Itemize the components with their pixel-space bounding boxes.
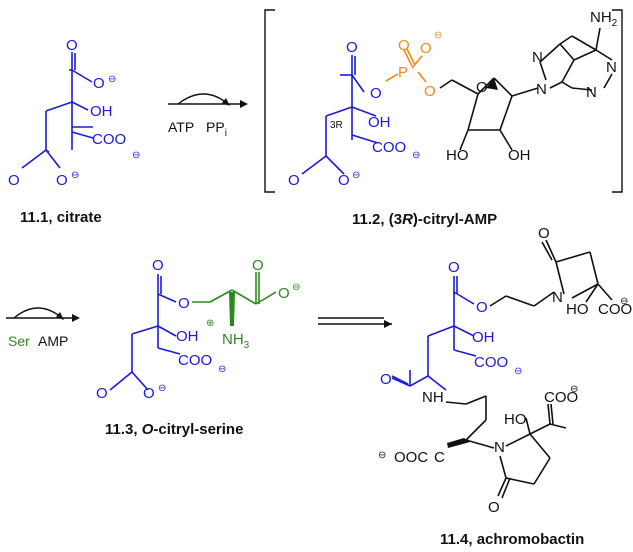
- compound-11-3-label: 11.3, O-citryl-serine: [105, 421, 243, 438]
- atom-o: O: [420, 40, 432, 57]
- compound-11-2-atoms: O O P O O ⊖ O O 3R OH COO ⊖ O O ⊖ HO OH …: [288, 9, 618, 189]
- atom-coo: COO: [372, 139, 406, 156]
- atom-o: O: [252, 257, 264, 274]
- atom-coo: COO: [92, 131, 126, 148]
- atom-o: O: [476, 79, 488, 96]
- charge-plus: ⊕: [206, 318, 214, 329]
- charge-minus: ⊖: [514, 366, 522, 377]
- charge-minus: ⊖: [158, 383, 166, 394]
- compound-11-2-ribose-adenine: [439, 27, 613, 151]
- atom-oh: OH: [368, 114, 391, 131]
- charge-minus: ⊖: [292, 282, 300, 293]
- atom-n: N: [532, 49, 543, 66]
- atom-ooc: OOC: [394, 449, 428, 466]
- atom-ho: HO: [446, 147, 469, 164]
- atom-o: O: [143, 385, 155, 402]
- reaction-arrow-1: [168, 93, 248, 108]
- atom-o: O: [380, 371, 392, 388]
- atom-o: O: [66, 37, 78, 54]
- atom-o: O: [56, 172, 68, 189]
- atom-o: O: [178, 295, 190, 312]
- charge-minus: ⊖: [132, 150, 140, 161]
- compound-11-1-label: 11.1, citrate: [20, 209, 102, 226]
- atom-o: O: [476, 299, 488, 316]
- compound-11-4-atoms: O O N O HO COO ⊖ OH COO ⊖ O NH N HO COO …: [378, 225, 632, 516]
- atom-coo: COO: [178, 352, 212, 369]
- atom-o: O: [338, 172, 350, 189]
- atom-n: N: [552, 289, 563, 306]
- atom-oh: OH: [176, 328, 199, 345]
- reagent-amp: AMP: [38, 333, 68, 349]
- charge-minus: ⊖: [71, 170, 79, 181]
- compound-11-4-citryl-part: [391, 276, 477, 391]
- compound-11-4-label: 11.4, achromobactin: [440, 531, 584, 548]
- compound-11-4-chain: [445, 239, 613, 499]
- charge-minus: ⊖: [108, 74, 116, 85]
- compound-11-1-structure: [21, 52, 94, 169]
- atom-oh: OH: [508, 147, 531, 164]
- atom-o: O: [424, 83, 436, 100]
- atom-o: O: [346, 39, 358, 56]
- charge-minus: ⊖: [378, 450, 386, 461]
- atom-o: O: [488, 499, 500, 516]
- compound-11-3-serine-part: [192, 272, 277, 326]
- reagent-ppi: PPi: [206, 119, 227, 139]
- atom-o: O: [152, 257, 164, 274]
- charge-minus: ⊖: [570, 384, 578, 395]
- stereo-label: 3R: [330, 120, 343, 131]
- compound-11-3-atoms: O O O O ⊖ ⊕ NH3 OH COO ⊖ O O ⊖: [96, 257, 300, 402]
- charge-minus: ⊖: [434, 30, 442, 41]
- atom-n: N: [494, 439, 505, 456]
- atom-p: P: [398, 64, 408, 81]
- atom-nh: NH: [422, 389, 444, 406]
- atom-nh2: NH2: [590, 9, 618, 29]
- atom-coo: COO: [544, 389, 578, 406]
- reagent-atp: ATP: [168, 119, 194, 135]
- charge-minus: ⊖: [412, 150, 420, 161]
- atom-o: O: [8, 172, 20, 189]
- reaction-arrow-2: [6, 307, 80, 322]
- charge-minus: ⊖: [218, 364, 226, 375]
- brackets: [264, 9, 623, 193]
- charge-minus: ⊖: [620, 296, 628, 307]
- atom-o: O: [278, 285, 290, 302]
- atom-o: O: [370, 85, 382, 102]
- atom-n: N: [536, 81, 547, 98]
- atom-o: O: [398, 37, 410, 54]
- atom-o: O: [96, 385, 108, 402]
- reagent-ser: Ser: [8, 333, 30, 349]
- atom-nh3: NH3: [222, 331, 250, 351]
- atom-c: C: [434, 449, 445, 466]
- compound-11-2-citryl-part: [301, 55, 379, 175]
- atom-coo: COO: [474, 354, 508, 371]
- atom-oh: OH: [472, 329, 495, 346]
- compound-11-1-atoms: O O ⊖ OH COO ⊖ O O ⊖: [8, 37, 140, 189]
- atom-ho: HO: [504, 411, 527, 428]
- atom-n: N: [586, 84, 597, 101]
- atom-n: N: [606, 59, 617, 76]
- compound-11-3-citryl-part: [109, 274, 181, 391]
- atom-ho: HO: [566, 301, 589, 318]
- charge-minus: ⊖: [352, 170, 360, 181]
- reaction-arrow-3: [318, 317, 392, 328]
- atom-o: O: [448, 259, 460, 276]
- atom-o: O: [538, 225, 550, 242]
- atom-o: O: [288, 172, 300, 189]
- compound-11-2-label: 11.2, (3R)-citryl-AMP: [352, 211, 497, 228]
- atom-o: O: [93, 75, 105, 92]
- atom-oh: OH: [90, 103, 113, 120]
- atom-coo: COO: [598, 301, 632, 318]
- compound-11-2-phosphate: [385, 48, 427, 83]
